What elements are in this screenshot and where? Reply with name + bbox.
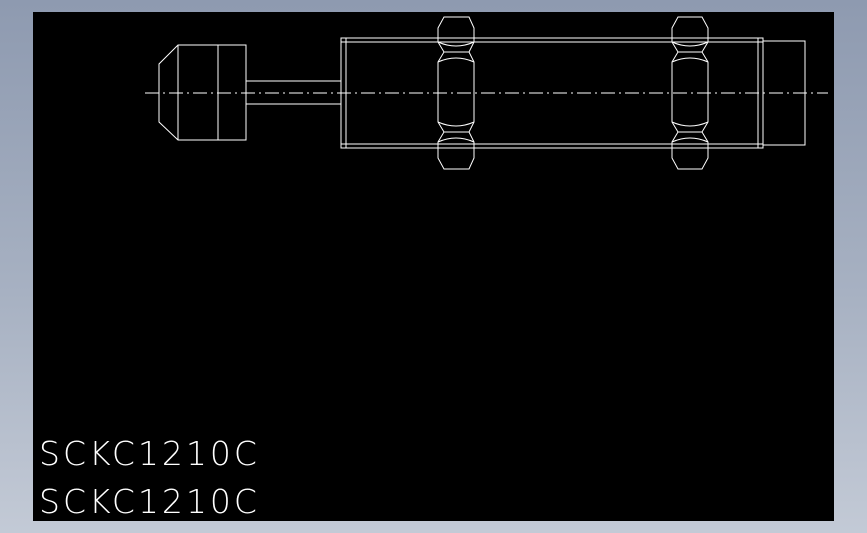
part-number-label: SCKC1210C [39, 434, 260, 473]
shock-absorber-drawing [145, 16, 828, 170]
lock-nut-left [437, 16, 475, 170]
lock-nut-right [671, 16, 709, 170]
rear-end [757, 38, 806, 148]
part-number-label: SCKC1210C [39, 482, 260, 521]
cad-viewport[interactable]: SCKC1210C SCKC1210C [33, 12, 834, 521]
buffer-cap [158, 44, 247, 141]
piston-rod [246, 80, 341, 105]
